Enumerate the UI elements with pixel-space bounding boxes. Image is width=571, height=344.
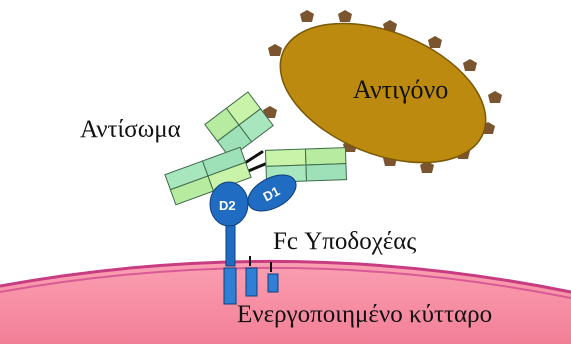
domain-d2-label: D2 — [219, 198, 236, 213]
antigen-spike-icon — [428, 36, 442, 48]
activated-cell-label: Ενεργοποιημένο κύτταρο — [237, 302, 492, 327]
fc-receptor-label: Fc Υποδοχέας — [273, 229, 416, 254]
antigen-spike-icon — [338, 10, 352, 22]
receptor-segment-icon — [224, 268, 236, 304]
receptor-segment-icon — [246, 268, 257, 296]
antigen-spike-icon — [268, 44, 282, 56]
antigen-spike-icon — [488, 91, 502, 103]
antigen-spike-icon — [300, 10, 314, 22]
receptor-segment-icon — [268, 274, 278, 292]
antibody-label: Αντίσωμα — [80, 117, 181, 142]
antigen-label: Αντιγόνο — [353, 77, 448, 103]
antigen-spike-icon — [463, 59, 477, 71]
